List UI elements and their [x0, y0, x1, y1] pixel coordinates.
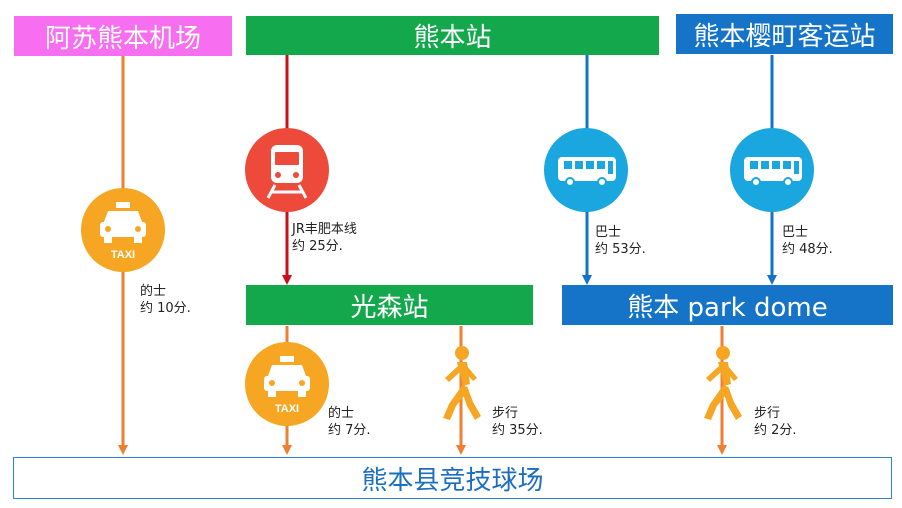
stadium-box: 熊本县竞技球场 [13, 457, 892, 499]
airport-taxi-caption: 的士 约 10分. [140, 283, 191, 317]
airport-taxi-mode: 的士 [140, 284, 167, 299]
jr-line-time: 约 25分. [292, 239, 343, 254]
jr-line-mode: JR丰肥本线 [292, 222, 357, 237]
station-bus-mode: 巴士 [595, 225, 622, 240]
park-dome-box: 熊本 park dome [562, 285, 893, 325]
terminal-bus-icon [730, 128, 814, 212]
mitsumori-walker-icon [437, 344, 485, 422]
mitsumori-station-label: 光森站 [350, 292, 429, 323]
kumamoto-station-box: 熊本站 [246, 16, 659, 55]
sakuramachi-terminal-label: 熊本樱町客运站 [693, 21, 876, 52]
station-bus-caption: 巴士 约 53分. [595, 224, 646, 258]
mitsumori-walk-time: 约 35分. [492, 423, 543, 438]
dome-walker-icon [698, 344, 746, 422]
kumamoto-station-label: 熊本站 [413, 23, 492, 53]
mitsumori-taxi-mode: 的士 [328, 406, 355, 421]
mitsumori-walk-caption: 步行 约 35分. [492, 405, 543, 439]
terminal-bus-time: 约 48分. [782, 242, 833, 257]
mitsumori-taxi-icon: TAXI [245, 342, 329, 426]
station-bus-icon [544, 128, 628, 212]
mitsumori-taxi-caption: 的士 约 7分. [328, 405, 371, 439]
dome-walk-caption: 步行 约 2分. [754, 405, 797, 439]
train-icon [245, 128, 329, 212]
dome-walk-mode: 步行 [754, 406, 781, 421]
terminal-bus-mode: 巴士 [782, 225, 809, 240]
mitsumori-taxi-time: 约 7分. [328, 423, 371, 438]
sakuramachi-terminal-box: 熊本樱町客运站 [676, 14, 893, 54]
jr-line-caption: JR丰肥本线 约 25分. [292, 221, 357, 255]
mitsumori-walk-mode: 步行 [492, 406, 519, 421]
park-dome-label: 熊本 park dome [627, 292, 828, 323]
airport-taxi-time: 约 10分. [140, 301, 191, 316]
taxi-sign-text: TAXI [111, 249, 135, 261]
mitsumori-station-box: 光森站 [246, 285, 533, 325]
taxi-sign-text: TAXI [275, 403, 299, 415]
aso-airport-label: 阿苏熊本机场 [44, 23, 201, 54]
dome-walk-time: 约 2分. [754, 423, 797, 438]
terminal-bus-caption: 巴士 约 48分. [782, 224, 833, 258]
stadium-label: 熊本县竞技球场 [361, 465, 544, 496]
station-bus-time: 约 53分. [595, 242, 646, 257]
airport-taxi-icon: TAXI [81, 188, 165, 272]
aso-airport-box: 阿苏熊本机场 [14, 16, 232, 56]
